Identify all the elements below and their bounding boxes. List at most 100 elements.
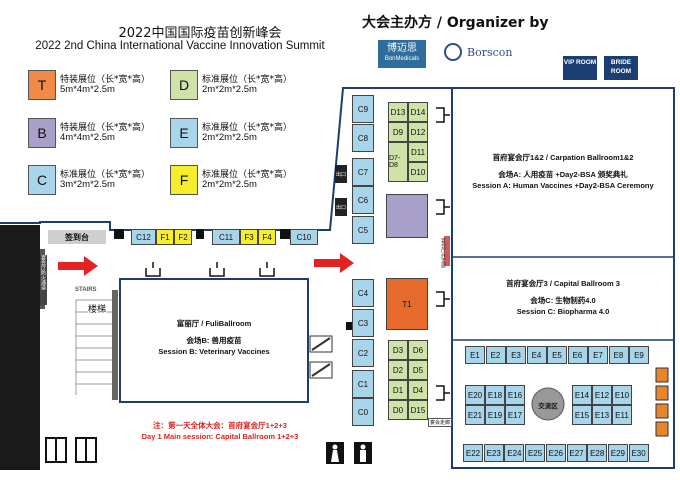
main-session-note: 注：第一天全体大会：首府宴会厅1+2+3 Day 1 Main session:… bbox=[100, 420, 340, 442]
booth: D6 bbox=[408, 340, 428, 360]
exit-sign: 出口 bbox=[335, 198, 347, 216]
booth: E18 bbox=[485, 385, 505, 405]
booth: C6 bbox=[352, 186, 374, 214]
exchange-label: 交流区 bbox=[538, 402, 558, 410]
booth: C4 bbox=[352, 279, 374, 307]
legend-swatch: T bbox=[28, 70, 56, 100]
booth: E7 bbox=[588, 346, 608, 364]
booth: E20 bbox=[465, 385, 485, 405]
booth: E8 bbox=[608, 346, 629, 364]
booth: D13 bbox=[388, 102, 408, 122]
legend-swatch: D bbox=[170, 70, 198, 100]
globe-icon bbox=[444, 43, 462, 61]
service-icon bbox=[655, 421, 669, 437]
stairs-label-en: STAIRS bbox=[75, 287, 97, 293]
booth: C0 bbox=[352, 398, 374, 426]
booth: D0 bbox=[388, 400, 408, 420]
booth: C12 bbox=[131, 229, 156, 245]
legend-name: 标准展位（长*宽*高） bbox=[60, 170, 151, 180]
bonmedicals-logo-en: BonMedicals bbox=[384, 56, 420, 62]
stairs-graphic bbox=[75, 290, 118, 400]
booth: C10 bbox=[290, 229, 318, 245]
ballroom12-title: 首府宴会厅1&2 / Carpation Ballroom1&2 bbox=[492, 153, 634, 162]
booth: C5 bbox=[352, 216, 374, 244]
arrow-right-1 bbox=[58, 256, 98, 276]
legend-size: 3m*2m*2.5m bbox=[60, 179, 115, 190]
booth bbox=[386, 194, 428, 238]
legend-size: 2m*2m*2.5m bbox=[202, 179, 257, 190]
booth: C11 bbox=[212, 229, 240, 245]
bonmedicals-logo-cn: 博迈思 bbox=[387, 43, 417, 54]
booth: E13 bbox=[592, 405, 612, 425]
checkin-desk: 签到台 bbox=[48, 230, 106, 244]
legend-size: 5m*4m*2.5m bbox=[60, 84, 115, 95]
fuli-title: 富丽厅 / FuliBallroom bbox=[176, 319, 252, 328]
booth: E11 bbox=[612, 405, 632, 425]
exit-sign: 出口 bbox=[335, 165, 347, 183]
service-icon bbox=[655, 385, 669, 401]
ballroom3-label: 首府宴会厅3 / Capital Ballroom 3 会场C: 生物制药4.0… bbox=[456, 278, 670, 317]
ballroom3-session-en: Session C: Biopharma 4.0 bbox=[516, 307, 610, 316]
booth: F1 bbox=[156, 229, 174, 245]
booth: E26 bbox=[545, 444, 566, 462]
booth: E24 bbox=[504, 444, 525, 462]
title-en: 2022 2nd China International Vaccine Inn… bbox=[35, 40, 325, 52]
booth: D5 bbox=[408, 360, 428, 380]
booth: D10 bbox=[408, 162, 428, 182]
booth: T1 bbox=[386, 278, 428, 330]
booth: C1 bbox=[352, 370, 374, 398]
stairs-label-cn: 楼梯 bbox=[88, 302, 107, 315]
legend-size: 4m*4m*2.5m bbox=[60, 132, 115, 143]
left-wall bbox=[0, 225, 40, 470]
booth: E6 bbox=[567, 346, 588, 364]
booth: F4 bbox=[258, 229, 276, 245]
door-icons bbox=[145, 107, 450, 401]
side-strip bbox=[444, 236, 450, 266]
exchange-area bbox=[531, 387, 565, 421]
fuli-session-cn: 会场B: 兽用疫苗 bbox=[186, 336, 242, 345]
booth: E21 bbox=[465, 405, 485, 425]
booth: D9 bbox=[388, 122, 408, 142]
vip-room: VIP ROOM bbox=[563, 56, 597, 80]
escalator-icon bbox=[309, 335, 333, 379]
booth: D4 bbox=[408, 380, 428, 400]
booth: E1 bbox=[465, 346, 485, 364]
wall-block bbox=[196, 229, 204, 239]
booth: E23 bbox=[483, 444, 504, 462]
booth: C3 bbox=[352, 309, 374, 337]
wall-block bbox=[346, 322, 354, 330]
legend-name: 标准展位（长*宽*高） bbox=[202, 170, 293, 180]
bonmedicals-logo: 博迈思 BonMedicals bbox=[378, 40, 426, 68]
booth: D1 bbox=[388, 380, 408, 400]
side-vertical-label-2: 宴会厅外走廊 bbox=[440, 238, 446, 268]
booth: E9 bbox=[629, 346, 649, 364]
booth: E16 bbox=[505, 385, 525, 405]
ballroom12-session-en: Session A: Human Vaccines +Day2-BSA Cere… bbox=[472, 181, 654, 190]
booth: C2 bbox=[352, 339, 374, 367]
main-hall-outline bbox=[451, 87, 675, 469]
booth: F3 bbox=[240, 229, 258, 245]
legend-name: 特装展位（长*宽*高） bbox=[60, 123, 151, 133]
booth: E2 bbox=[485, 346, 506, 364]
side-vertical-label: 宴会厅防火通道 bbox=[40, 255, 47, 305]
booth: C8 bbox=[352, 124, 374, 152]
booth: E15 bbox=[572, 405, 592, 425]
fuli-session-en: Session B: Veterinary Vaccines bbox=[158, 347, 270, 356]
booth: C9 bbox=[352, 95, 374, 123]
wall-block bbox=[114, 229, 124, 239]
booth: E19 bbox=[485, 405, 505, 425]
booth: E27 bbox=[566, 444, 587, 462]
booth: D3 bbox=[388, 340, 408, 360]
booth: E17 bbox=[505, 405, 525, 425]
bride-room: BRIDE ROOM bbox=[604, 56, 638, 80]
corridor-label: 宴会走廊 bbox=[428, 418, 453, 427]
fuli-ballroom-outline bbox=[119, 278, 309, 403]
booth: D12 bbox=[408, 122, 428, 142]
booth: D15 bbox=[408, 400, 428, 420]
fire-extinguisher-icon bbox=[655, 367, 669, 383]
legend-swatch: B bbox=[28, 118, 56, 148]
booth: E5 bbox=[547, 346, 567, 364]
legend-size: 2m*2m*2.5m bbox=[202, 132, 257, 143]
ballroom3-session-cn: 会场C: 生物制药4.0 bbox=[530, 296, 596, 305]
